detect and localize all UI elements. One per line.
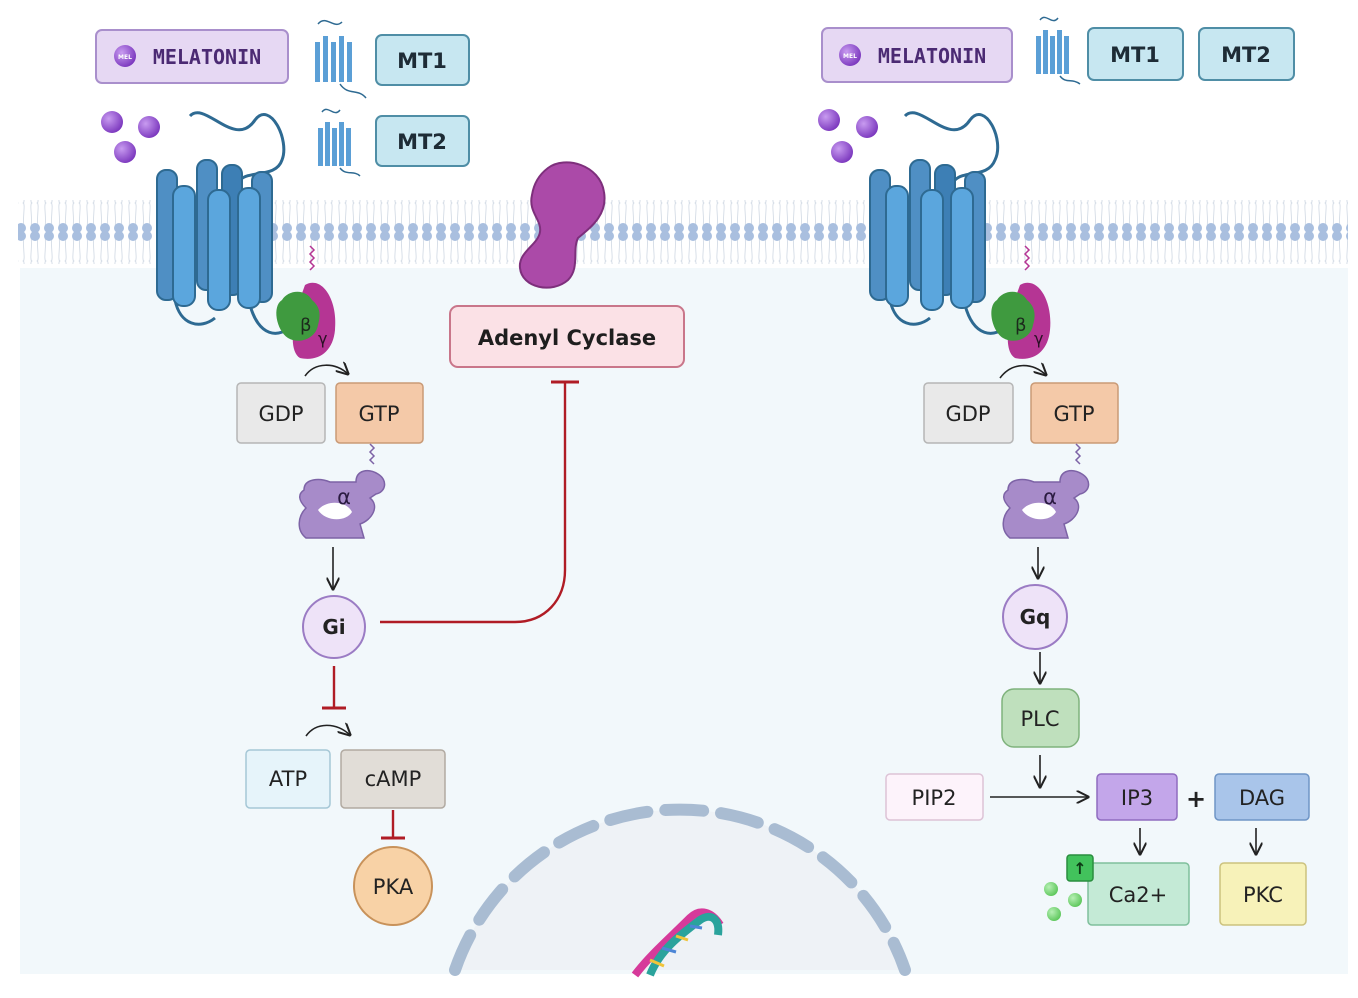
ca2-box: Ca2+ bbox=[1087, 862, 1190, 926]
gtp-box-left: GTP bbox=[335, 382, 424, 444]
gi-inhibits-adenyl-cyclase bbox=[380, 382, 567, 624]
adenyl-cyclase-label: Adenyl Cyclase bbox=[478, 326, 656, 350]
mt2-label: MT2 bbox=[1221, 43, 1271, 67]
gdp-label: GDP bbox=[945, 402, 990, 426]
pkc-box: PKC bbox=[1219, 862, 1307, 926]
mt1-legend-box-right: MT1 bbox=[1087, 27, 1184, 81]
mt-receptor-left bbox=[156, 111, 298, 335]
dna-icon bbox=[631, 908, 724, 978]
mt1-label: MT1 bbox=[397, 49, 447, 73]
beta-label: β bbox=[300, 315, 312, 336]
gdp-box-right: GDP bbox=[923, 382, 1014, 444]
mt-receptor-mini-icon bbox=[1036, 16, 1081, 85]
atp-label: ATP bbox=[269, 767, 307, 791]
increase-arrow-label: ↑ bbox=[1073, 859, 1086, 878]
alpha-label: α bbox=[337, 485, 351, 509]
dag-box: DAG bbox=[1214, 773, 1310, 821]
melatonin-label: MELATONIN bbox=[153, 45, 261, 69]
calcium-ions-icon bbox=[1044, 882, 1082, 921]
ip3-label: IP3 bbox=[1121, 786, 1153, 810]
mt1-receptor-mini-icon bbox=[315, 19, 367, 99]
dag-label: DAG bbox=[1239, 786, 1285, 810]
pip2-box: PIP2 bbox=[885, 773, 984, 821]
plus-sign: + bbox=[1186, 785, 1206, 813]
mt2-legend-box-right: MT2 bbox=[1198, 27, 1295, 81]
g-protein-beta-gamma-left: β γ bbox=[276, 245, 336, 359]
pka-node: PKA bbox=[353, 846, 433, 926]
mt2-legend-box: MT2 bbox=[375, 115, 470, 167]
mt2-receptor-mini-icon bbox=[318, 108, 361, 177]
right-melatonin-legend: MEL MELATONIN bbox=[821, 27, 1013, 83]
pkc-label: PKC bbox=[1243, 883, 1283, 907]
alpha-label: α bbox=[1043, 485, 1057, 509]
gi-label: Gi bbox=[322, 615, 345, 639]
gamma-label: γ bbox=[318, 329, 327, 348]
melatonin-molecule-icon bbox=[839, 44, 861, 66]
melatonin-badge-text: MEL bbox=[118, 54, 132, 61]
left-melatonin-legend: MEL MELATONIN bbox=[95, 29, 289, 84]
melatonin-molecules-left bbox=[101, 111, 160, 163]
g-alpha-subunit-left: α bbox=[298, 469, 386, 539]
plc-box: PLC bbox=[1001, 688, 1080, 748]
pip2-label: PIP2 bbox=[912, 786, 957, 810]
gq-protein-node: Gq bbox=[1002, 584, 1068, 650]
nucleus bbox=[449, 803, 911, 978]
mt1-label: MT1 bbox=[1110, 43, 1160, 67]
beta-label: β bbox=[1015, 315, 1027, 336]
gtp-label: GTP bbox=[358, 402, 399, 426]
gdp-to-gtp-arrow bbox=[999, 366, 1046, 379]
g-protein-beta-gamma-right: β γ bbox=[991, 245, 1051, 359]
increase-arrow-icon: ↑ bbox=[1066, 854, 1094, 882]
plc-label: PLC bbox=[1020, 707, 1059, 731]
mt-receptor-right bbox=[869, 111, 1014, 335]
atp-box: ATP bbox=[245, 749, 331, 809]
gtp-box-right: GTP bbox=[1030, 382, 1119, 444]
gamma-label: γ bbox=[1034, 329, 1043, 348]
ca2-label: Ca2+ bbox=[1109, 883, 1168, 907]
camp-label: cAMP bbox=[365, 767, 422, 791]
melatonin-molecule-icon bbox=[114, 45, 136, 67]
adenyl-cyclase-box: Adenyl Cyclase bbox=[449, 305, 685, 368]
gq-label: Gq bbox=[1020, 605, 1051, 629]
melatonin-badge-text: MEL bbox=[843, 53, 857, 60]
mt2-label: MT2 bbox=[397, 130, 447, 154]
g-alpha-subunit-right: α bbox=[1002, 469, 1090, 539]
adenyl-cyclase-enzyme bbox=[518, 161, 606, 289]
camp-box: cAMP bbox=[340, 749, 446, 809]
melatonin-label: MELATONIN bbox=[878, 44, 986, 68]
pka-label: PKA bbox=[373, 875, 414, 899]
gdp-box-left: GDP bbox=[236, 382, 326, 444]
ip3-box: IP3 bbox=[1096, 773, 1178, 821]
gdp-label: GDP bbox=[258, 402, 303, 426]
gi-protein-node: Gi bbox=[302, 595, 366, 659]
gdp-to-gtp-arrow bbox=[304, 365, 348, 377]
melatonin-molecules-right bbox=[818, 109, 878, 163]
gtp-label: GTP bbox=[1053, 402, 1094, 426]
mt1-legend-box: MT1 bbox=[375, 34, 470, 86]
